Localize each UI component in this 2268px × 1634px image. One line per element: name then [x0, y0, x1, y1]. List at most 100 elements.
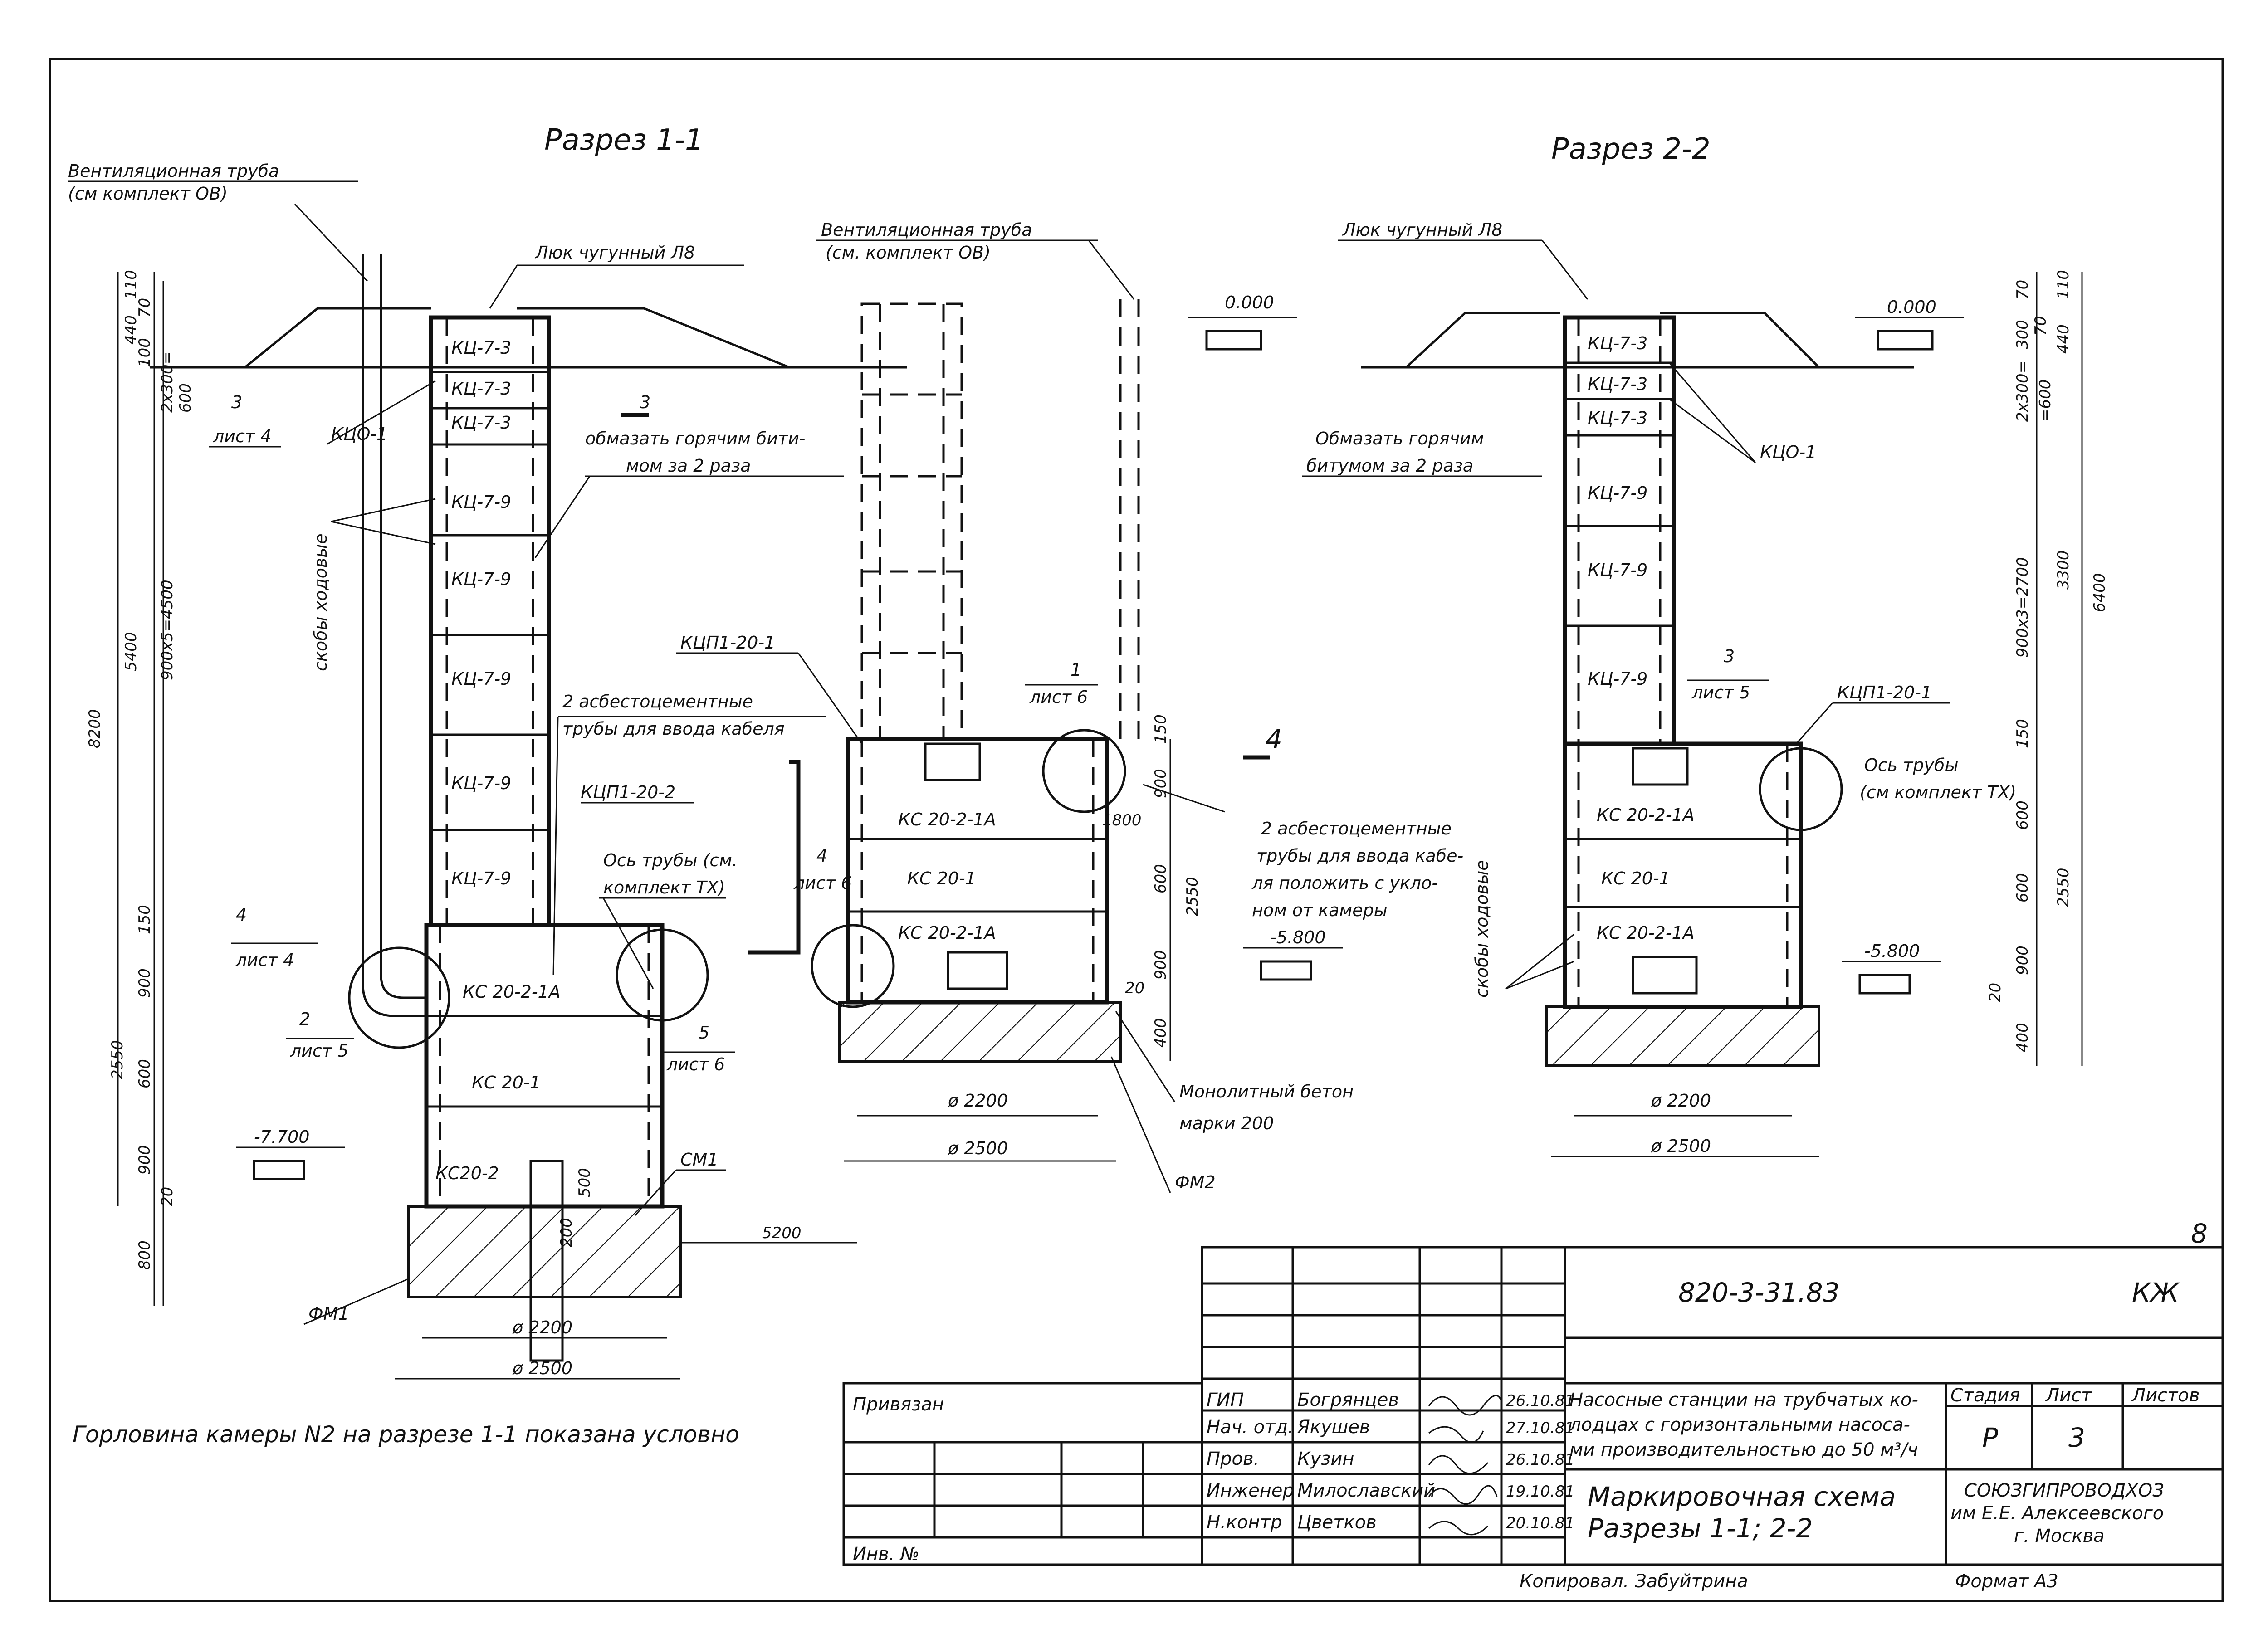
- vent-pipe-ref-2: (см. комплект ОВ): [826, 243, 991, 263]
- dim-label: 2550: [108, 1040, 127, 1079]
- dim-label: 20: [1986, 983, 2004, 1002]
- signature-mark: [1428, 1395, 1502, 1416]
- dim-label: 8200: [86, 709, 104, 748]
- section-middle: Вентиляционная труба (см. комплект ОВ) 0…: [676, 220, 1463, 1193]
- axis-label-2a: Ось трубы: [1864, 755, 1958, 775]
- sign-date: 20.10.81: [1506, 1514, 1574, 1532]
- section-ref-number: 4: [816, 846, 827, 866]
- dim-label: 150: [1152, 714, 1170, 744]
- dia-inner-1: ø 2200: [512, 1317, 572, 1337]
- sheets-header: Листов: [2131, 1385, 2200, 1406]
- dim-label: 2550: [2054, 868, 2072, 907]
- signature-mark: [1428, 1485, 1498, 1505]
- section-2-2-title: Разрез 2-2: [1551, 132, 1711, 166]
- dim-label: 200: [557, 1218, 576, 1247]
- dim-label: 500: [576, 1168, 594, 1197]
- vent-pipe-ref-1: (см комплект ОВ): [68, 184, 228, 204]
- ring-label: КЦ-7-9: [1588, 669, 1647, 689]
- axis-label-2b: (см комплект ТХ): [1860, 782, 2016, 802]
- title-block: 8 820-3-31.83 КЖ Привязан Инв. № ГИП Нач…: [842, 1218, 2224, 1592]
- org-name-3: г. Москва: [2014, 1526, 2105, 1546]
- dim-label: 440: [2054, 324, 2072, 354]
- sheet-title-2: Разрезы 1-1; 2-2: [1588, 1513, 1813, 1544]
- ring-label: КЦ-7-3: [451, 338, 511, 358]
- sign-date: 26.10.81: [1506, 1451, 1574, 1469]
- dim-label: 2550: [1183, 877, 1202, 916]
- person-name: Цветков: [1297, 1512, 1377, 1533]
- person-name: Якушев: [1297, 1417, 1370, 1438]
- kcp-label-mid: КЦП1-20-1: [680, 633, 775, 653]
- dim-label: 2х300=: [2014, 361, 2032, 422]
- level-1: -7.700: [254, 1127, 310, 1147]
- asbestos-label-1b: трубы для ввода кабеля: [562, 719, 785, 739]
- chamber-label-2: КС 20-1: [1601, 868, 1670, 888]
- dim-label: 20: [158, 1187, 176, 1206]
- monolith-label-1: Монолитный бетон: [1179, 1082, 1354, 1102]
- dim-label: 70: [2032, 316, 2050, 336]
- asbestos-label-mid-4: ном от камеры: [1252, 900, 1388, 920]
- dim-label: 900: [2014, 946, 2032, 975]
- sheet-value: 3: [2068, 1422, 2085, 1453]
- ring-label: КЦ-7-9: [451, 868, 511, 888]
- section-ref-number: 5: [699, 1023, 709, 1043]
- ref-number-mid: 1: [1070, 660, 1081, 680]
- dim-label: 110: [122, 270, 140, 299]
- dim-label: 600: [2014, 800, 2032, 830]
- chamber-label-mid: КС 20-2-1А: [898, 923, 996, 943]
- section-ref-number: 3: [640, 392, 650, 412]
- fm-label-mid: ФМ2: [1175, 1172, 1216, 1192]
- sign-date: 26.10.81: [1506, 1392, 1574, 1410]
- section-ref-sheet: лист 4: [213, 426, 271, 446]
- ring-label: КЦ-7-3: [451, 413, 511, 433]
- dim-label: 5400: [122, 632, 140, 671]
- dia-outer-1: ø 2500: [512, 1358, 572, 1378]
- role-label: Н.контр: [1207, 1512, 1282, 1533]
- dim-label: 900: [136, 968, 154, 998]
- level-top-mid: 0.000: [1225, 293, 1274, 312]
- vent-pipe-label-1: Вентиляционная труба: [68, 161, 279, 181]
- dim-label: 300: [2014, 320, 2032, 349]
- asbestos-label-mid-3: ля положить с укло-: [1251, 873, 1438, 893]
- person-name: Милославский: [1297, 1480, 1435, 1501]
- chamber-label-2: КС 20-2-1А: [1597, 923, 1695, 943]
- ring-label: КЦ-7-9: [451, 773, 511, 793]
- dia-inner-mid: ø 2200: [948, 1091, 1008, 1111]
- asbestos-label-mid-1: 2 асбестоцементные: [1261, 819, 1452, 839]
- steps-label-1: скобы ходовые: [311, 533, 331, 671]
- dim-label: 1800: [1102, 811, 1142, 829]
- chamber-label-mid: КС 20-1: [907, 868, 976, 888]
- ring-label: КЦ-7-9: [451, 569, 511, 589]
- dim-label: 2х300=: [158, 351, 176, 413]
- kcp-label-1: КЦП1-20-2: [581, 782, 675, 802]
- bitumen-label-1a: обмазать горячим бити-: [585, 429, 806, 449]
- kco-label-1: КЦО-1: [331, 424, 387, 444]
- ring-label: КЦ-7-3: [1588, 333, 1647, 353]
- dia-outer-2: ø 2500: [1651, 1136, 1711, 1156]
- section-2-2: Разрез 2-2 Люк чугунный Л8 0.000 КЦ-7-3 …: [1302, 132, 2109, 1157]
- dim-label: 440: [122, 315, 140, 345]
- dim-label: 900: [136, 1145, 154, 1175]
- ring-label: КЦ-7-3: [1588, 408, 1647, 428]
- sign-date: 19.10.81: [1506, 1483, 1574, 1501]
- length-5200: 5200: [762, 1224, 802, 1242]
- dim-label: 150: [2014, 719, 2032, 748]
- dim-label: 900х3=2700: [2014, 557, 2032, 658]
- dia-inner-2: ø 2200: [1651, 1091, 1711, 1111]
- section-ref-sheet: лист 4: [235, 950, 294, 970]
- copied-by: Копировал. Забуйтрина: [1520, 1571, 1748, 1592]
- section-1-1-title: Разрез 1-1: [544, 123, 704, 157]
- role-label: Нач. отд.: [1207, 1417, 1294, 1438]
- section-ref-sheet: лист 6: [666, 1054, 725, 1074]
- kcp-label-2: КЦП1-20-1: [1837, 683, 1932, 702]
- sheet-title-1: Маркировочная схема: [1588, 1481, 1896, 1512]
- ring-label: КЦ-7-9: [1588, 560, 1647, 580]
- dim-label: 900: [1152, 769, 1170, 798]
- sign-date: 27.10.81: [1506, 1419, 1574, 1437]
- project-title-3: ми производительностью до 50 м³/ч: [1569, 1439, 1918, 1460]
- chamber-label: КС20-2: [435, 1163, 499, 1183]
- asbestos-label-1a: 2 асбестоцементные: [562, 692, 753, 712]
- dim-label: 400: [2014, 1023, 2032, 1052]
- section-ref-sheet: лист 5: [290, 1041, 348, 1061]
- sheet-header: Лист: [2045, 1385, 2092, 1406]
- dia-outer-mid: ø 2500: [948, 1138, 1008, 1158]
